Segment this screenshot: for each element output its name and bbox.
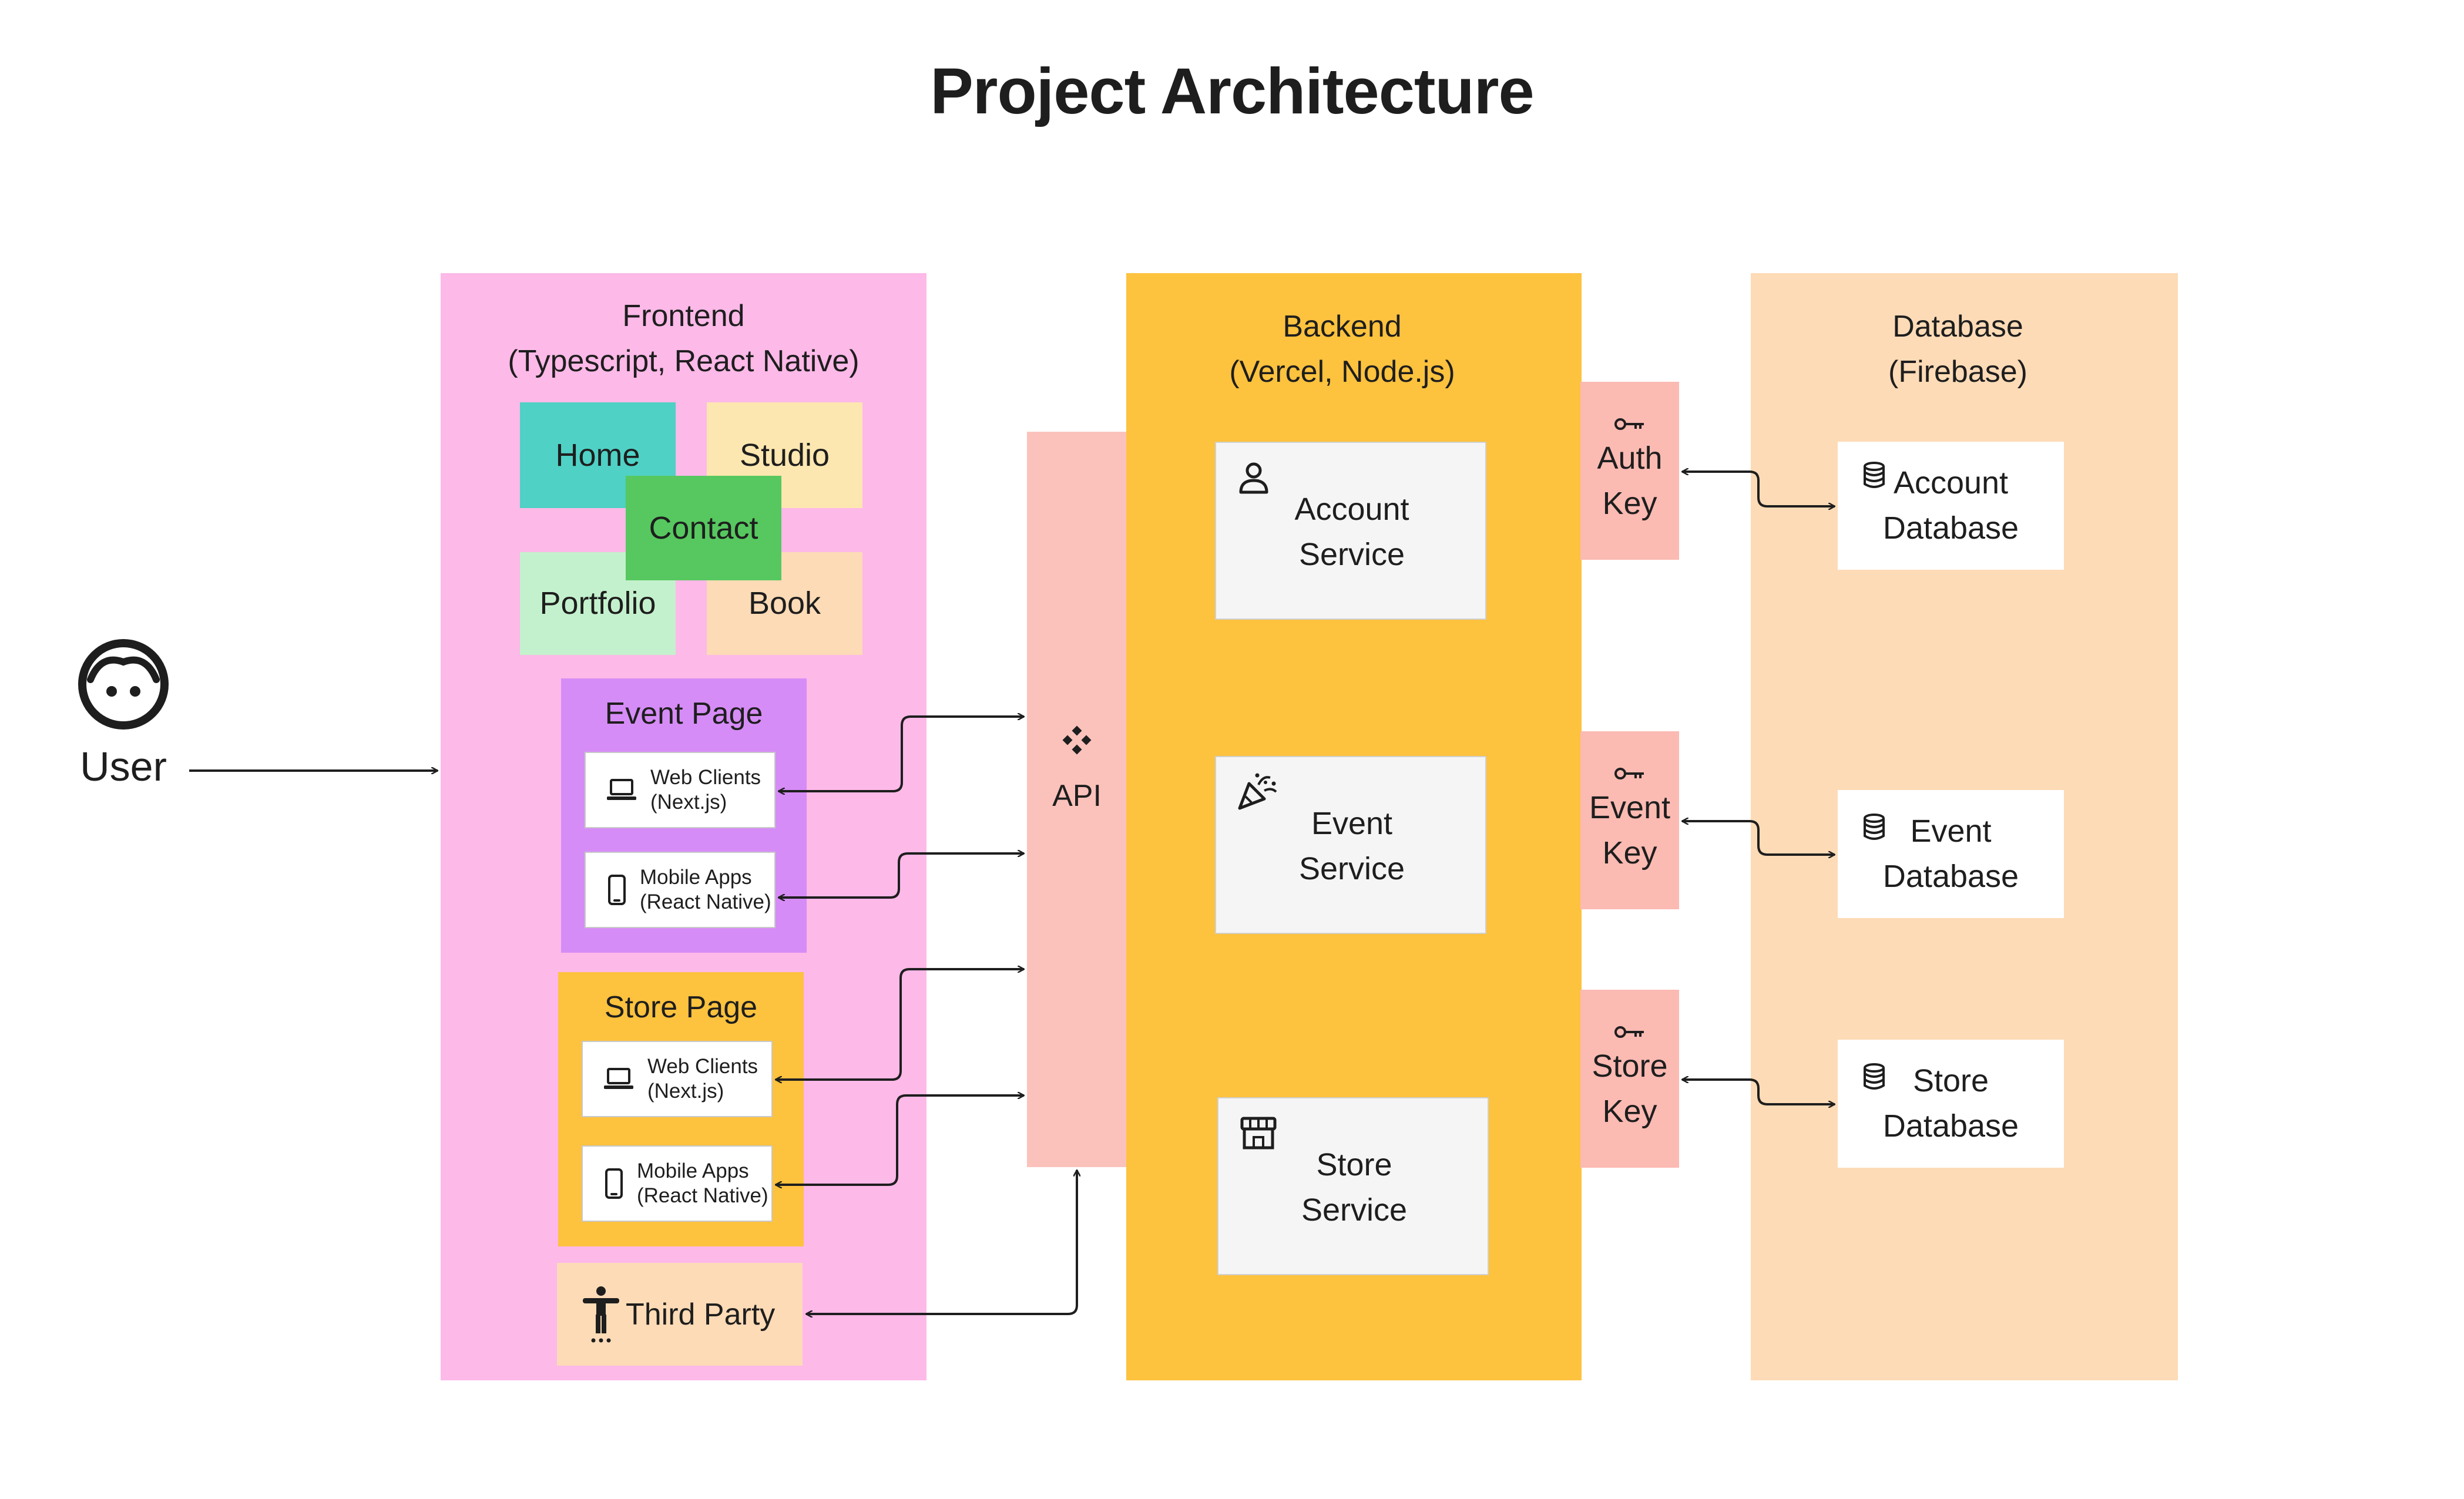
event-database-line2: Database <box>1882 859 2019 894</box>
person-icon <box>1238 462 1269 498</box>
event-service: Event Service <box>1215 756 1486 934</box>
event-key-line1: Event <box>1589 789 1671 825</box>
api-label: API <box>1052 779 1102 813</box>
storefront-icon <box>1240 1116 1277 1153</box>
page-studio-label: Studio <box>739 437 830 473</box>
store-database-line2: Database <box>1882 1108 2019 1144</box>
store-web-clients-line2: (Next.js) <box>647 1080 724 1103</box>
account-database: Account Database <box>1838 442 2064 570</box>
page-book: Book <box>707 552 862 655</box>
store-page-title: Store Page <box>604 990 758 1024</box>
laptop-icon <box>603 1067 636 1091</box>
store-database-line1: Store <box>1912 1063 1989 1098</box>
backend-title: Backend (Vercel, Node.js) <box>1126 304 1558 395</box>
event-key-line2: Key <box>1602 835 1657 871</box>
page-book-label: Book <box>748 586 821 621</box>
page-home-label: Home <box>555 437 640 473</box>
store-web-clients-line1: Web Clients <box>647 1055 758 1078</box>
key-icon <box>1613 1024 1646 1040</box>
user-icon <box>76 637 170 731</box>
third-party-label: Third Party <box>626 1297 776 1332</box>
frontend-title-line2: (Typescript, React Native) <box>508 344 860 378</box>
api-icon <box>1060 724 1093 757</box>
event-service-line2: Service <box>1298 851 1405 886</box>
event-database-line1: Event <box>1910 814 1992 849</box>
frontend-title-line1: Frontend <box>622 299 745 333</box>
store-mobile-apps: Mobile Apps (React Native) <box>582 1145 773 1222</box>
database-icon <box>1862 814 1886 843</box>
laptop-icon <box>606 778 639 802</box>
party-popper-icon <box>1237 772 1278 814</box>
store-key-line1: Store <box>1592 1048 1668 1084</box>
account-service: Account Service <box>1215 442 1486 620</box>
event-mobile-apps: Mobile Apps (React Native) <box>585 852 776 928</box>
third-party-box: Third Party <box>557 1263 803 1366</box>
backend-title-line2: (Vercel, Node.js) <box>1229 355 1455 389</box>
database-title: Database (Firebase) <box>1751 304 2165 395</box>
database-title-line2: (Firebase) <box>1888 355 2027 389</box>
phone-icon <box>605 1168 629 1199</box>
auth-key: Auth Key <box>1580 382 1679 560</box>
database-title-line1: Database <box>1892 310 2023 344</box>
api-box <box>1027 432 1127 1167</box>
event-database: Event Database <box>1838 790 2064 918</box>
event-web-clients-line1: Web Clients <box>650 766 761 789</box>
database-icon <box>1862 1063 1886 1093</box>
event-service-line1: Event <box>1311 806 1393 841</box>
key-icon <box>1613 765 1646 782</box>
store-service-line1: Store <box>1316 1147 1392 1182</box>
page-contact: Contact <box>626 476 781 580</box>
store-mobile-apps-line1: Mobile Apps <box>637 1159 749 1182</box>
person-icon <box>580 1285 625 1344</box>
store-service: Store Service <box>1217 1097 1489 1275</box>
account-service-line1: Account <box>1294 492 1409 527</box>
account-database-line1: Account <box>1893 465 2009 500</box>
backend-title-line1: Backend <box>1283 310 1402 344</box>
auth-key-line1: Auth <box>1597 440 1663 476</box>
page-portfolio-label: Portfolio <box>539 586 656 621</box>
account-database-line2: Database <box>1882 510 2019 546</box>
event-web-clients-line2: (Next.js) <box>650 791 727 814</box>
event-mobile-apps-line1: Mobile Apps <box>640 866 752 889</box>
frontend-title: Frontend (Typescript, React Native) <box>441 294 926 384</box>
phone-icon <box>608 875 632 905</box>
store-key-line2: Key <box>1602 1093 1657 1129</box>
store-web-clients: Web Clients (Next.js) <box>582 1041 773 1117</box>
auth-key-line2: Key <box>1602 485 1657 521</box>
store-service-line2: Service <box>1301 1192 1408 1228</box>
event-key: Event Key <box>1580 731 1679 909</box>
store-key: Store Key <box>1580 990 1679 1168</box>
store-mobile-apps-line2: (React Native) <box>637 1184 768 1207</box>
key-icon <box>1613 416 1646 432</box>
page-contact-label: Contact <box>649 510 758 546</box>
store-database: Store Database <box>1838 1040 2064 1168</box>
event-web-clients: Web Clients (Next.js) <box>585 752 776 828</box>
event-page-title: Event Page <box>605 697 763 731</box>
event-mobile-apps-line2: (React Native) <box>640 890 771 913</box>
account-service-line2: Service <box>1298 537 1405 572</box>
user-label: User <box>80 744 167 789</box>
diagram-title: Project Architecture <box>930 55 1534 127</box>
database-icon <box>1862 462 1886 492</box>
